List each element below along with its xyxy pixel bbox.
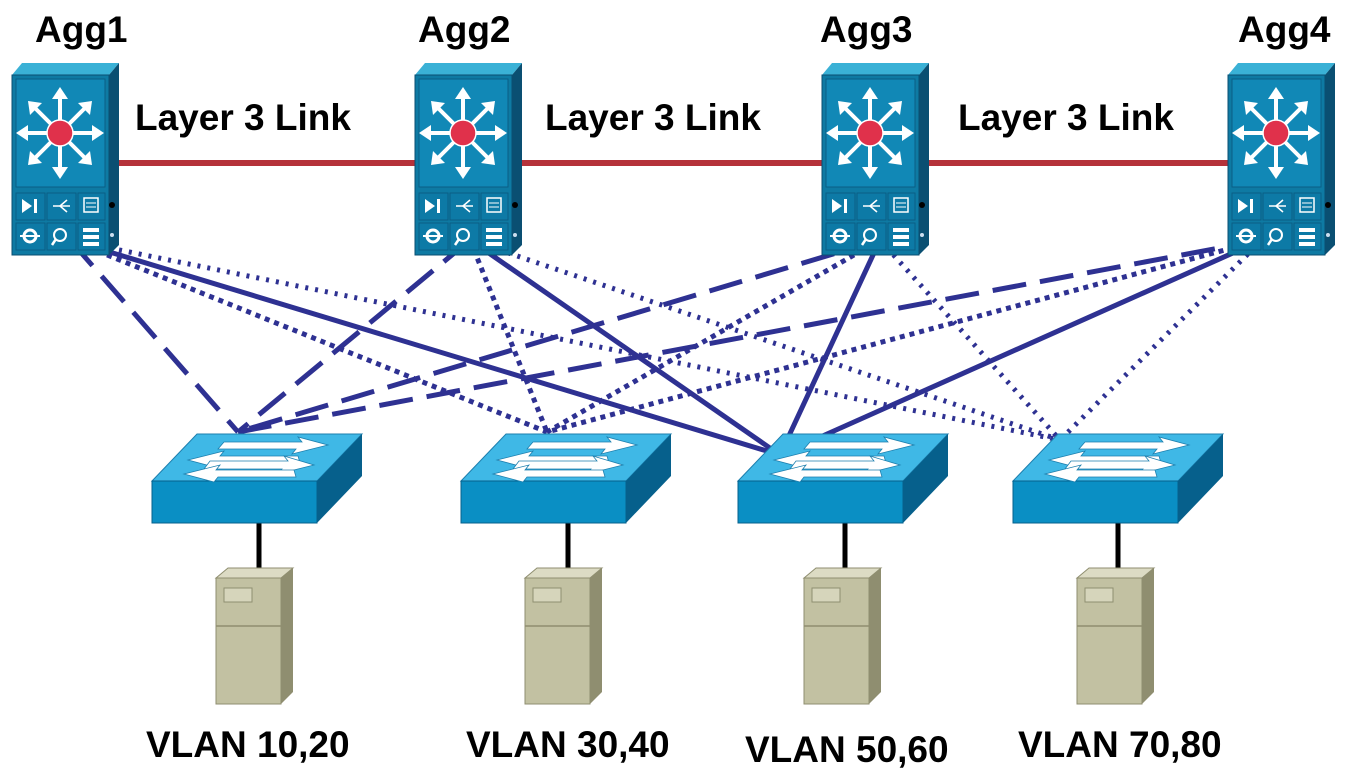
vlan-label-3: VLAN 50,60 <box>745 729 949 770</box>
access-switch-1[interactable] <box>151 433 363 524</box>
access-switch-icon <box>1012 433 1224 524</box>
access-switch-icon <box>460 433 672 524</box>
server-2[interactable] <box>524 567 603 705</box>
multilayer-switch-icon <box>1226 61 1337 257</box>
uplink-agg2-access3 <box>468 237 782 458</box>
access-switch-icon <box>151 433 363 524</box>
server-1[interactable] <box>215 567 294 705</box>
uplink-agg3-access1 <box>237 237 881 435</box>
agg-label-1: Agg1 <box>35 9 128 50</box>
layer3-link-label-3: Layer 3 Link <box>958 97 1174 138</box>
vlan-label-4: VLAN 70,80 <box>1018 724 1222 765</box>
uplink-agg2-access4 <box>469 237 1061 443</box>
uplink-agg4-access1 <box>237 237 1263 435</box>
agg-label-2: Agg2 <box>418 9 511 50</box>
uplink-agg4-access2 <box>546 237 1263 435</box>
multilayer-switch-icon <box>413 61 524 257</box>
server-icon <box>524 567 603 705</box>
server-icon <box>1076 567 1155 705</box>
uplink-agg2-access1 <box>236 238 472 434</box>
uplink-agg3-access2 <box>545 237 882 435</box>
agg-switch-2[interactable] <box>413 61 524 257</box>
agg-switch-1[interactable] <box>10 61 121 257</box>
uplink-agg2-access2 <box>467 239 550 433</box>
uplink-agg1-access2 <box>69 237 548 435</box>
access-switch-4[interactable] <box>1012 433 1224 524</box>
vlan-label-2: VLAN 30,40 <box>466 724 670 765</box>
uplink-agg4-access4 <box>1058 238 1264 442</box>
uplink-agg3-access3 <box>777 238 883 457</box>
uplink-agg1-access3 <box>69 237 781 458</box>
vlan-label-1: VLAN 10,20 <box>146 724 350 765</box>
uplink-agg1-access1 <box>68 238 240 434</box>
server-icon <box>215 567 294 705</box>
multilayer-switch-icon <box>10 61 121 257</box>
layer3-link-label-2: Layer 3 Link <box>545 97 761 138</box>
agg-label-4: Agg4 <box>1238 9 1331 50</box>
agg-switch-4[interactable] <box>1226 61 1337 257</box>
agg-label-3: Agg3 <box>820 9 913 50</box>
server-4[interactable] <box>1076 567 1155 705</box>
server-cables <box>256 523 1121 568</box>
uplink-agg1-access4 <box>69 237 1061 443</box>
access-switch-2[interactable] <box>460 433 672 524</box>
agg-switch-3[interactable] <box>820 61 931 257</box>
uplink-lines <box>68 237 1264 458</box>
server-icon <box>803 567 882 705</box>
server-3[interactable] <box>803 567 882 705</box>
layer3-link-label-1: Layer 3 Link <box>135 97 351 138</box>
multilayer-switch-icon <box>820 61 931 257</box>
uplink-agg4-access3 <box>778 237 1264 458</box>
